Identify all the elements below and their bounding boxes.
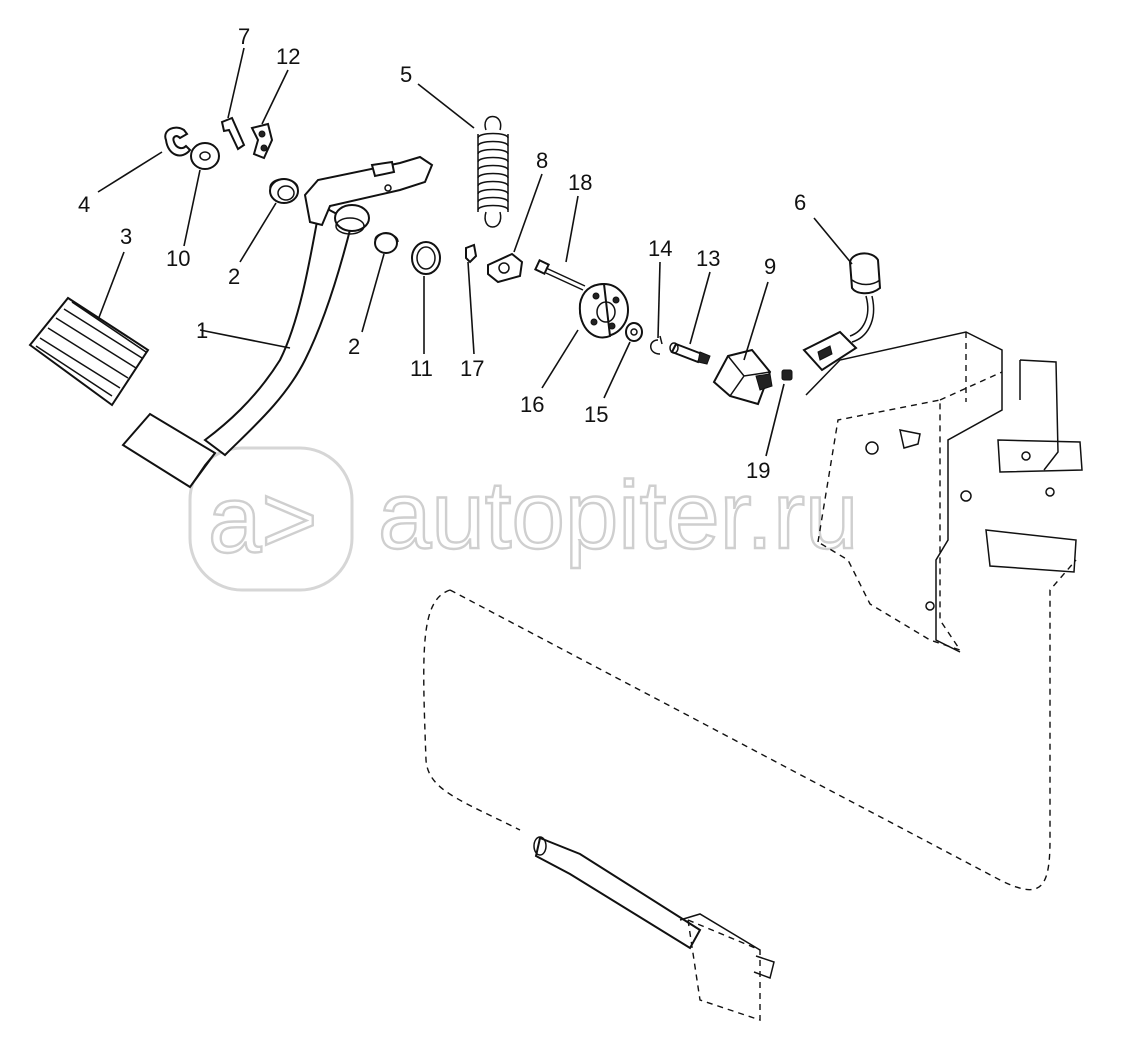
part-washer-11 <box>411 241 441 275</box>
callout-7: 7 <box>238 24 250 49</box>
callout-2-upper: 2 <box>228 264 240 289</box>
callout-8: 8 <box>536 148 548 173</box>
callout-1: 1 <box>196 318 208 343</box>
part-washer-10 <box>190 142 220 170</box>
part-shaft-13 <box>669 342 711 365</box>
callout-15: 15 <box>584 402 608 427</box>
callout-14: 14 <box>648 236 672 261</box>
callout-13: 13 <box>696 246 720 271</box>
callout-11: 11 <box>410 356 433 381</box>
callout-6: 6 <box>794 190 806 215</box>
callout-4: 4 <box>78 192 90 217</box>
callout-2-lower: 2 <box>348 334 360 359</box>
part-pedal-arm <box>121 155 434 489</box>
part-bushing-lower <box>374 232 399 254</box>
watermark: a> autopiter.ru <box>188 446 860 592</box>
part-snap-ring-14 <box>650 335 663 355</box>
part-bushing-upper <box>269 178 299 204</box>
part-plate-8 <box>487 252 524 284</box>
callout-12: 12 <box>276 44 300 69</box>
callout-18: 18 <box>568 170 592 195</box>
callout-17: 17 <box>460 356 484 381</box>
part-e-clip <box>164 126 192 157</box>
watermark-text: autopiter.ru <box>378 462 858 569</box>
watermark-logo-glyph: a> <box>208 466 317 573</box>
part-nut-19 <box>781 369 793 381</box>
part-pedal-pad <box>28 296 150 407</box>
part-clip-12 <box>250 122 274 160</box>
part-sensor-hub <box>578 282 629 339</box>
callout-19: 19 <box>746 458 770 483</box>
part-pin-7 <box>220 116 246 151</box>
part-return-spring <box>477 115 509 228</box>
watermark-logo-frame <box>188 446 354 592</box>
callout-10: 10 <box>166 246 190 271</box>
part-bolt-18 <box>534 259 586 291</box>
part-wire-harness <box>802 252 882 372</box>
part-washer-15 <box>625 322 643 342</box>
dashed-cable-loop <box>423 559 1077 891</box>
mounting-bracket <box>805 331 1083 653</box>
lower-rod-mount <box>533 836 775 1021</box>
callout-3: 3 <box>120 224 132 249</box>
leader-lines <box>97 47 853 457</box>
callout-9: 9 <box>764 254 776 279</box>
part-position-sensor <box>712 348 773 406</box>
part-clip-17 <box>465 243 478 264</box>
callout-labels: 1 2 2 3 4 5 6 7 8 9 10 11 12 13 14 15 16… <box>78 24 806 483</box>
callout-16: 16 <box>520 392 544 417</box>
callout-5: 5 <box>400 62 412 87</box>
